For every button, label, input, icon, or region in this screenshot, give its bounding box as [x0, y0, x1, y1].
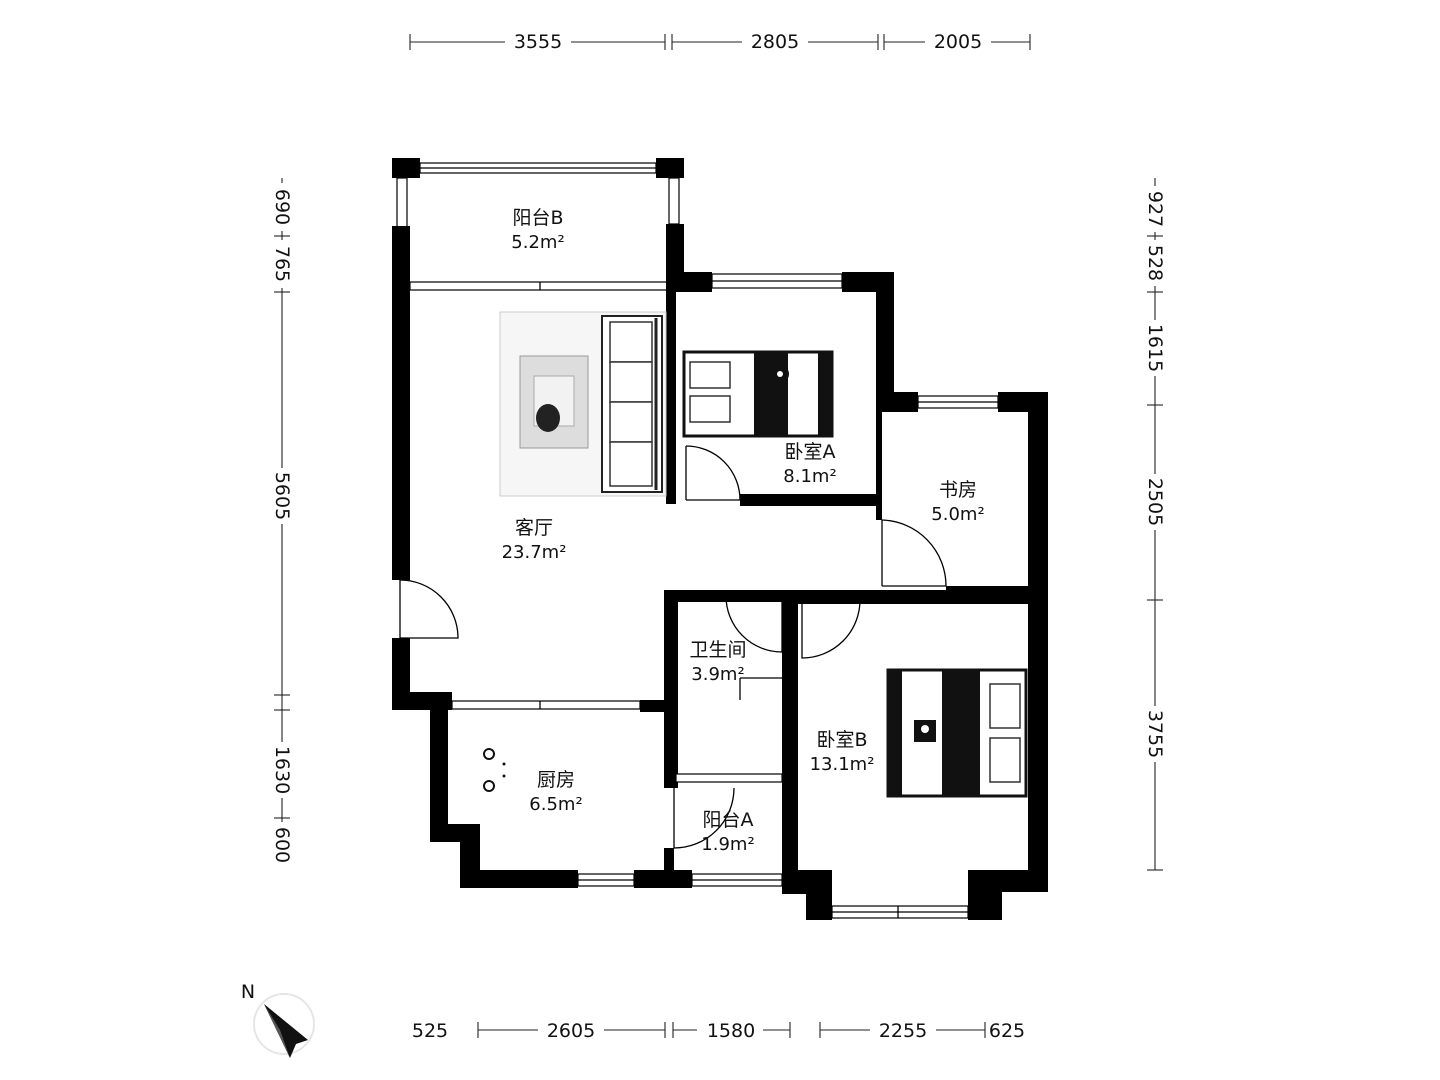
dimensions-right: 927 528 1615 2505 3755	[1143, 178, 1167, 871]
dim-right-1: 927	[1144, 191, 1166, 227]
room-area: 5.0m²	[931, 504, 984, 525]
room-label-kitchen: 厨房 6.5m²	[529, 769, 582, 815]
dim-right-4: 2505	[1144, 478, 1166, 526]
dimensions-bottom: 525 2605 1580 2255 625	[412, 1018, 1025, 1042]
room-label-bathroom: 卫生间 3.9m²	[689, 639, 746, 685]
dim-left-5: 600	[271, 827, 293, 863]
dim-bottom-3: 1580	[707, 1020, 755, 1042]
sofa-set-icon	[499, 311, 667, 497]
room-name: 卫生间	[689, 639, 746, 661]
dim-right-5: 3755	[1144, 710, 1166, 758]
room-label-living: 客厅 23.7m²	[502, 517, 567, 563]
room-label-balcony-a: 阳台A 1.9m²	[701, 809, 754, 855]
room-name: 书房	[939, 479, 977, 501]
dim-bottom-5: 625	[989, 1020, 1025, 1042]
compass-north-label: N	[241, 981, 255, 1003]
dim-right-3: 1615	[1144, 324, 1166, 372]
room-label-study: 书房 5.0m²	[931, 479, 984, 525]
room-label-bedroom-b: 卧室B 13.1m²	[810, 729, 875, 775]
dim-bottom-2: 2605	[547, 1020, 595, 1042]
stove-icon	[483, 748, 506, 792]
dim-left-3: 5605	[271, 472, 293, 520]
room-area: 6.5m²	[529, 794, 582, 815]
dim-top-2: 2805	[751, 31, 799, 53]
dim-right-2: 528	[1144, 245, 1166, 281]
room-label-balcony-b: 阳台B 5.2m²	[511, 207, 564, 253]
room-area: 5.2m²	[511, 232, 564, 253]
dim-left-1: 690	[271, 189, 293, 225]
dim-top-1: 3555	[514, 31, 562, 53]
bed-a-icon	[682, 350, 834, 438]
dim-top-3: 2005	[934, 31, 982, 53]
room-area: 8.1m²	[783, 466, 836, 487]
dim-left-4: 1630	[271, 746, 293, 794]
bed-b-icon	[886, 668, 1028, 798]
compass-icon: N	[241, 981, 315, 1058]
dim-left-2: 765	[271, 246, 293, 282]
room-label-bedroom-a: 卧室A 8.1m²	[783, 441, 836, 487]
room-name: 客厅	[515, 517, 553, 539]
room-area: 1.9m²	[701, 834, 754, 855]
room-name: 卧室A	[785, 441, 836, 463]
room-area: 3.9m²	[691, 664, 744, 685]
room-name: 阳台B	[512, 207, 563, 229]
room-name: 卧室B	[816, 729, 867, 751]
walls	[392, 158, 1048, 920]
dim-bottom-4: 2255	[879, 1020, 927, 1042]
room-area: 13.1m²	[810, 754, 875, 775]
dimensions-left: 690 765 5605 1630 600	[270, 178, 294, 868]
dimensions-top: 3555 2805 2005	[409, 30, 1031, 54]
room-name: 厨房	[537, 769, 575, 791]
room-area: 23.7m²	[502, 542, 567, 563]
dim-bottom-1: 525	[412, 1020, 448, 1042]
doors	[399, 445, 947, 849]
room-name: 阳台A	[703, 809, 754, 831]
